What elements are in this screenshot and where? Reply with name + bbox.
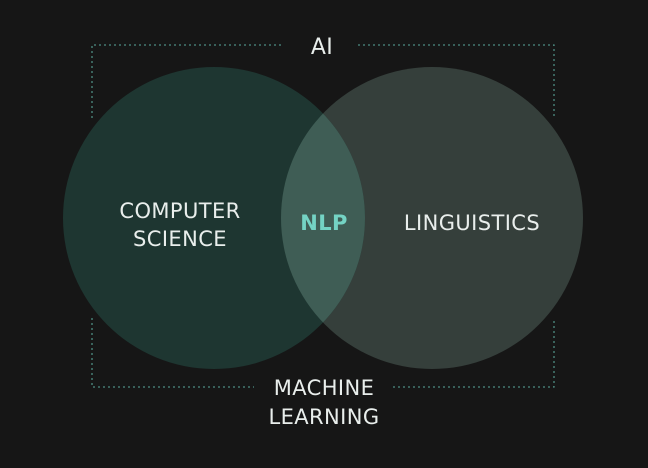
bottom-label-line2: LEARNING	[268, 405, 379, 429]
top-label-ai: AI	[311, 35, 333, 60]
bracket-bottom-left	[91, 318, 254, 388]
left-set-label-line1: COMPUTER	[119, 199, 240, 223]
bracket-bottom-right	[393, 318, 555, 388]
right-circle-linguistics	[281, 67, 583, 369]
intersection-label: NLP	[300, 211, 348, 235]
bracket-top-right	[358, 44, 555, 118]
left-set-label-line2: SCIENCE	[133, 227, 227, 251]
bracket-top-left	[91, 44, 284, 118]
bracket-frame	[91, 44, 555, 388]
right-set-label: LINGUISTICS	[404, 211, 540, 235]
left-circle-computer-science	[63, 67, 365, 369]
bottom-label-line1: MACHINE	[274, 376, 375, 400]
